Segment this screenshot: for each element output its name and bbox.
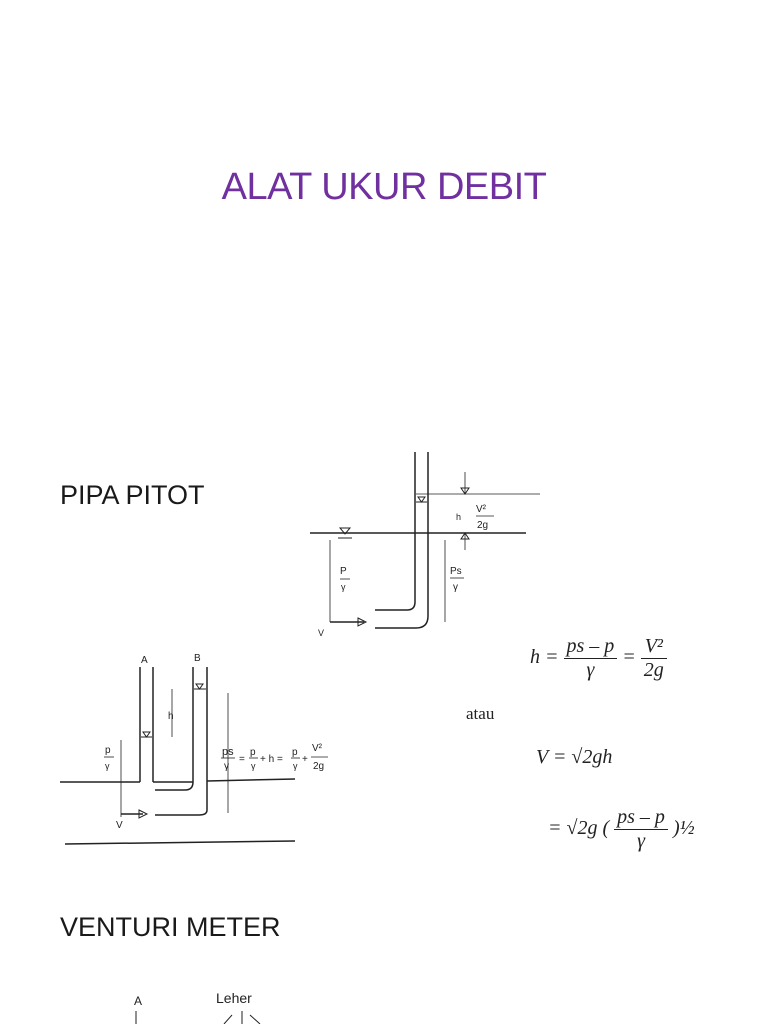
pitot-tube-diagram: h V² 2g Ps γ P γ V bbox=[310, 452, 540, 638]
piezo-eq-2g: 2g bbox=[313, 761, 324, 772]
eq1-numerator-2: V² bbox=[640, 635, 667, 659]
piezo-eq-plus-h: + h = bbox=[260, 754, 283, 765]
equation-v: V = √2gh bbox=[536, 746, 613, 768]
eq1-denominator-1: γ bbox=[586, 659, 595, 681]
pitot-2g-label: 2g bbox=[477, 520, 488, 531]
piezo-v-label: V bbox=[116, 820, 123, 831]
eq3-rhs: )½ bbox=[672, 817, 695, 840]
tube-b-label: B bbox=[194, 653, 201, 664]
eq1-denominator-2: 2g bbox=[643, 659, 664, 681]
piezo-eq-v2: V² bbox=[312, 743, 323, 754]
slide-title: ALAT UKUR DEBIT bbox=[221, 166, 547, 208]
section-heading-pipa-pitot: PIPA PITOT bbox=[60, 480, 205, 510]
piezo-eq-p: p bbox=[250, 747, 256, 758]
pitot-gamma2-label: γ bbox=[341, 582, 346, 592]
tube-a-label: A bbox=[141, 655, 148, 666]
piezo-eq-ps: ps bbox=[222, 746, 234, 758]
eq3-numerator: ps – p bbox=[614, 806, 668, 830]
pitot-v2-label: V² bbox=[476, 504, 487, 515]
pitot-ps-label: Ps bbox=[450, 566, 462, 577]
eq1-lhs: h = bbox=[530, 646, 559, 669]
leher-label: Leher bbox=[216, 990, 252, 1006]
pitot-p-label: P bbox=[340, 566, 347, 577]
atau-text: atau bbox=[466, 704, 495, 723]
venturi-meter-diagram: Leher A bbox=[134, 990, 261, 1024]
venturi-a-label: A bbox=[134, 994, 142, 1008]
eq3-lhs: = √2g ( bbox=[548, 817, 610, 840]
pitot-v-label: V bbox=[318, 628, 324, 638]
piezo-p-label: p bbox=[105, 745, 111, 756]
eq3-denominator: γ bbox=[637, 830, 645, 852]
piezo-eq-gamma3: γ bbox=[293, 761, 298, 771]
pitot-gamma-label: γ bbox=[453, 582, 458, 593]
section-heading-venturi-meter: VENTURI METER bbox=[60, 912, 281, 942]
piezo-eq-p2: p bbox=[292, 747, 298, 758]
piezo-eq-equals: = bbox=[239, 754, 245, 765]
piezometer-pitot-diagram: A B h p γ V ps γ = p γ + h = p γ + V² 2g bbox=[60, 653, 328, 845]
piezo-h-label: h bbox=[168, 711, 174, 722]
eq1-numerator-1: ps – p bbox=[563, 635, 618, 659]
piezo-eq-plus: + bbox=[302, 754, 308, 765]
piezo-eq-gamma2: γ bbox=[251, 761, 256, 771]
pitot-h-label: h bbox=[456, 512, 461, 522]
eq1-equals: = bbox=[622, 646, 636, 669]
piezo-gamma-label: γ bbox=[105, 761, 110, 771]
piezo-eq-gamma: γ bbox=[224, 761, 229, 772]
